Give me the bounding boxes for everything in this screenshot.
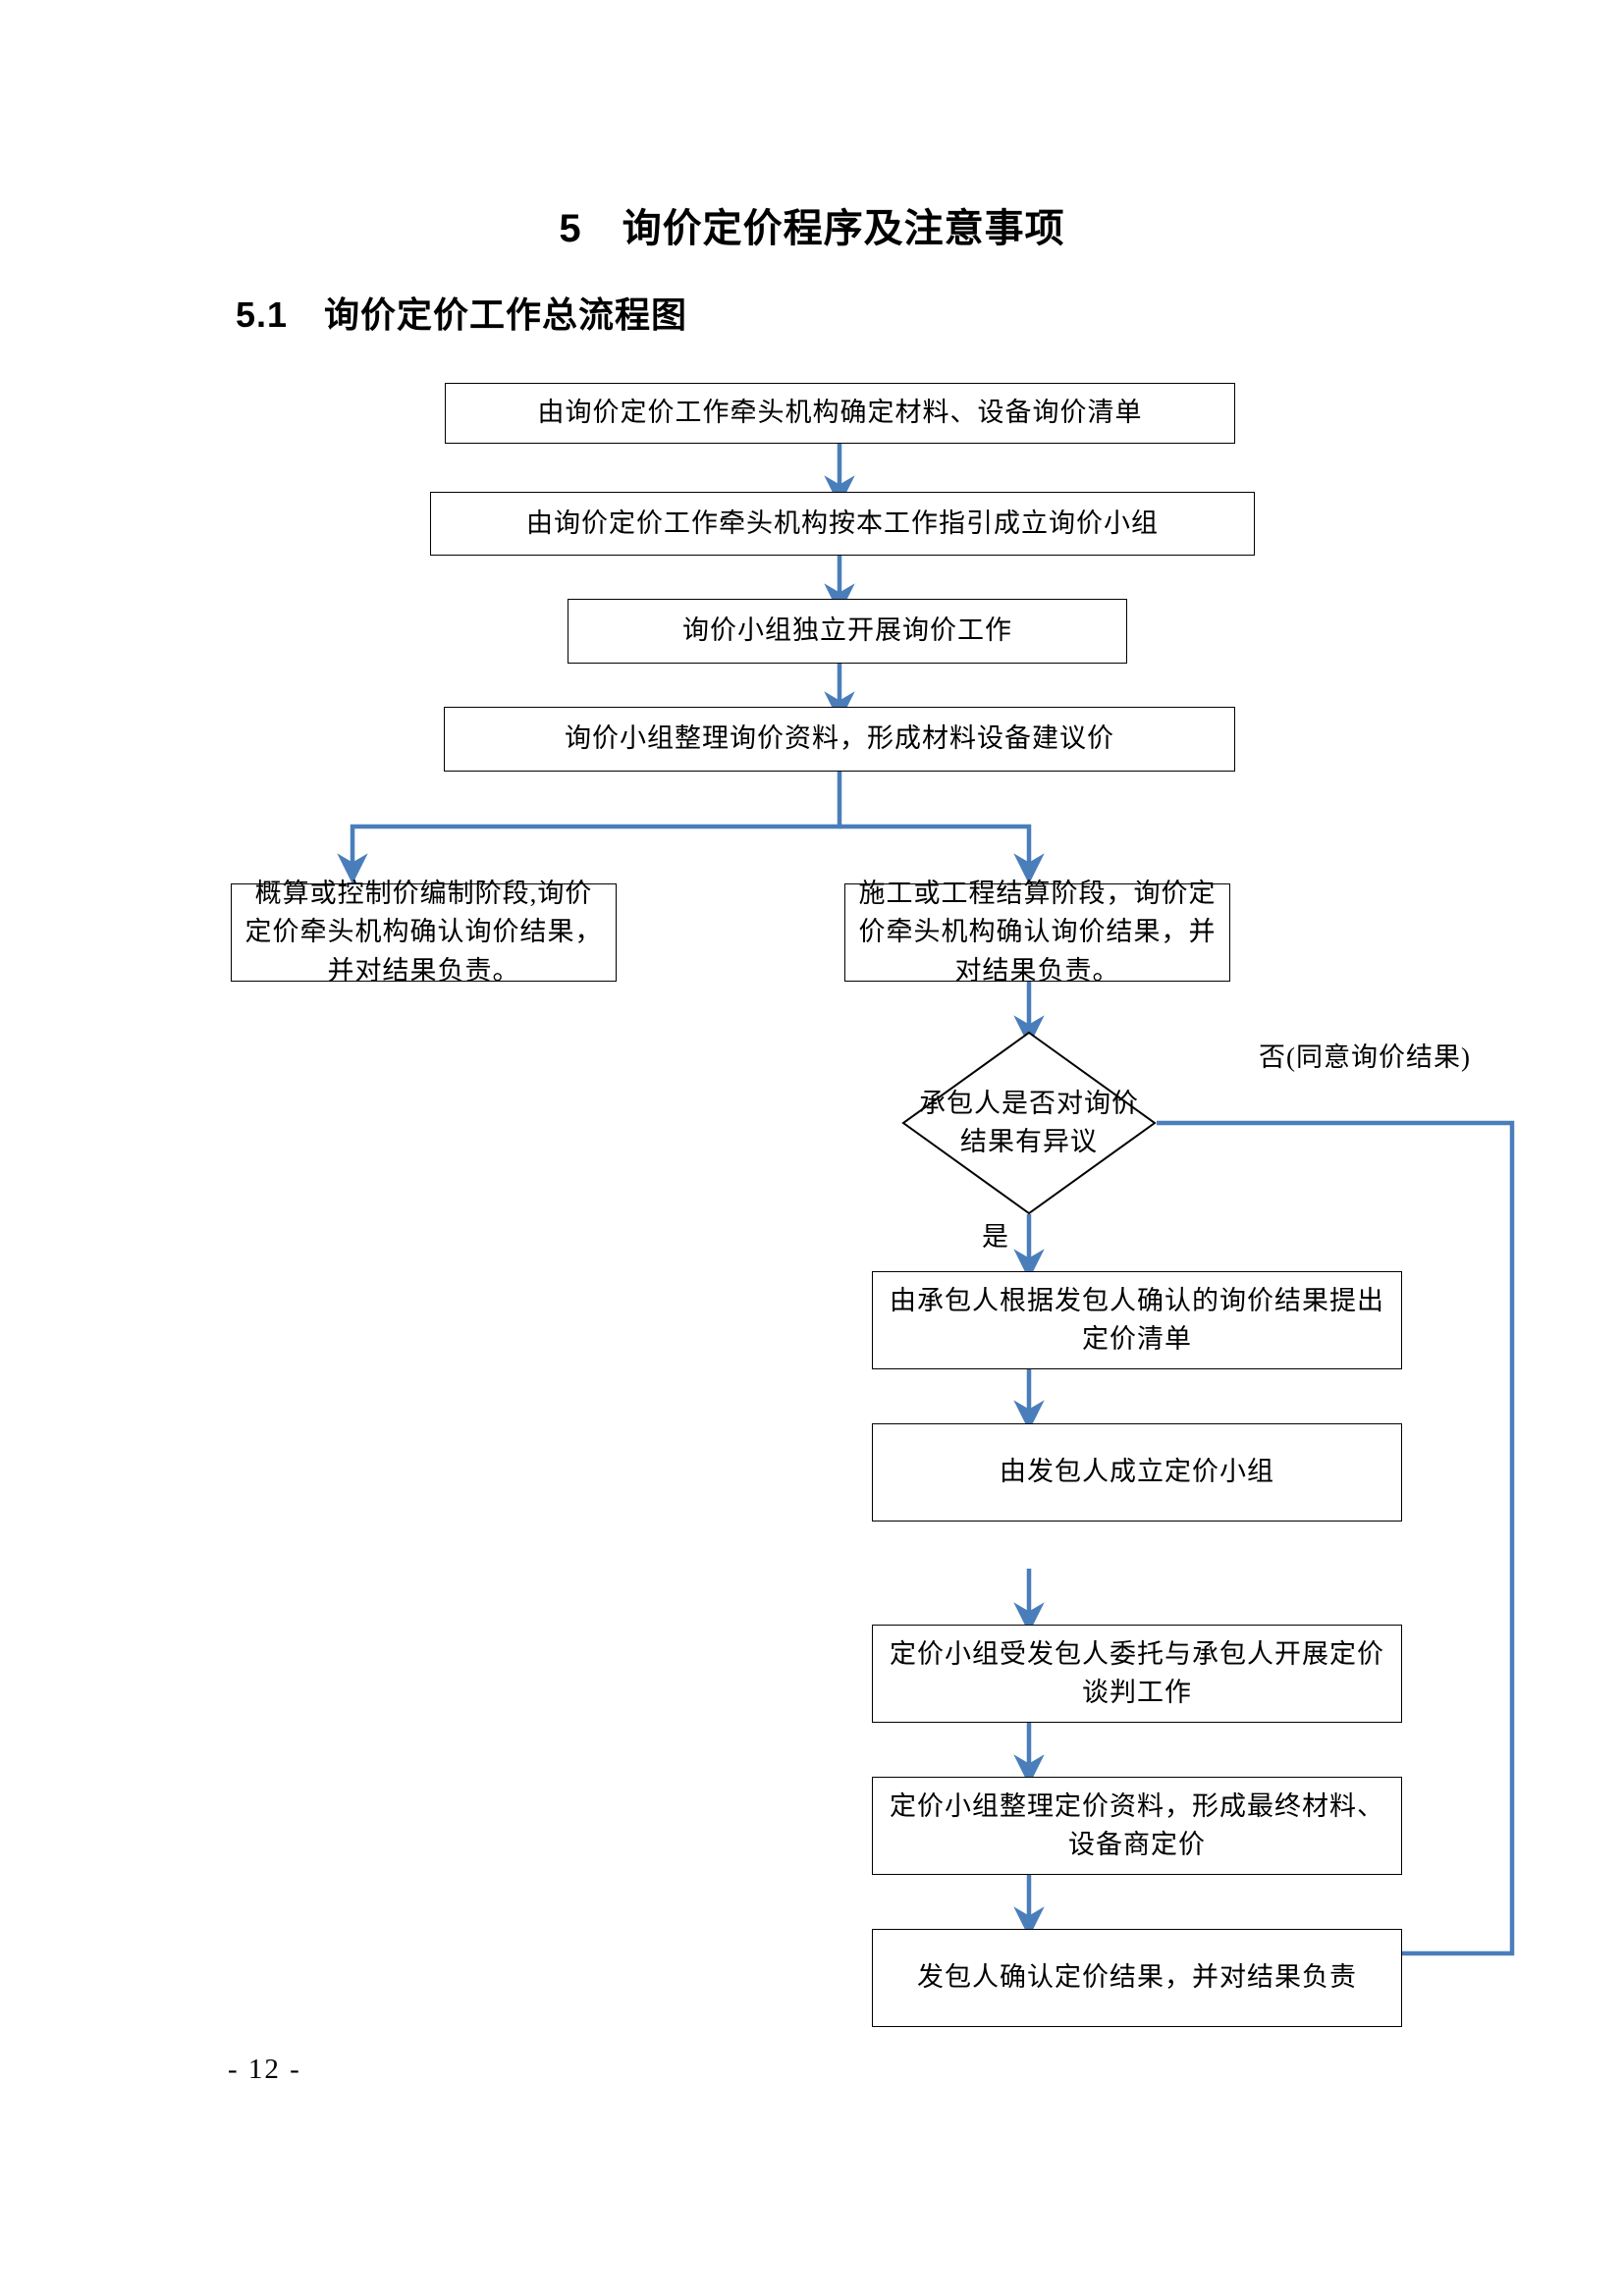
flow-decision-node[interactable]: 承包人是否对询价结果有异议: [901, 1031, 1157, 1215]
flow-node-11-label: 发包人确认定价结果，并对结果负责: [917, 1962, 1357, 1993]
flow-node-1[interactable]: 由询价定价工作牵头机构确定材料、设备询价清单: [445, 383, 1235, 444]
flow-node-11[interactable]: 发包人确认定价结果，并对结果负责: [872, 1929, 1402, 2027]
flow-node-6-label: 施工或工程结算阶段，询价定价牵头机构确认询价结果，并对结果负责。: [858, 879, 1217, 986]
flow-node-5-label: 概算或控制价编制阶段,询价定价牵头机构确认询价结果，并对结果负责。: [244, 879, 603, 986]
flow-node-5[interactable]: 概算或控制价编制阶段,询价定价牵头机构确认询价结果，并对结果负责。: [231, 879, 617, 986]
flow-node-10[interactable]: 定价小组整理定价资料，形成最终材料、设备商定价: [872, 1777, 1402, 1875]
page-title: 5 询价定价程序及注意事项: [559, 207, 1065, 250]
flow-node-6[interactable]: 施工或工程结算阶段，询价定价牵头机构确认询价结果，并对结果负责。: [844, 879, 1230, 986]
flow-node-4[interactable]: 询价小组整理询价资料，形成材料设备建议价: [444, 707, 1235, 772]
flow-node-9[interactable]: 定价小组受发包人委托与承包人开展定价谈判工作: [872, 1625, 1402, 1723]
diamond-shape: [901, 1031, 1157, 1215]
flow-node-2-label: 由询价定价工作牵头机构按本工作指引成立询价小组: [526, 507, 1159, 538]
flow-node-3[interactable]: 询价小组独立开展询价工作: [568, 599, 1127, 664]
flow-node-7-label: 由承包人根据发包人确认的询价结果提出定价清单: [890, 1285, 1384, 1354]
flow-decision-label: 承包人是否对询价结果有异议: [919, 1088, 1139, 1156]
flow-node-3-label: 询价小组独立开展询价工作: [682, 615, 1012, 646]
flow-node-8[interactable]: 由发包人成立定价小组: [872, 1423, 1402, 1522]
section-subtitle: 5.1 询价定价工作总流程图: [236, 294, 688, 335]
page-number: - 12 -: [228, 2054, 301, 2085]
edge-label-no: 否(同意询价结果): [1259, 1042, 1471, 1072]
flow-node-10-label: 定价小组整理定价资料，形成最终材料、设备商定价: [890, 1790, 1384, 1859]
flow-node-4-label: 询价小组整理询价资料，形成材料设备建议价: [565, 723, 1114, 754]
flow-node-1-label: 由询价定价工作牵头机构确定材料、设备询价清单: [537, 398, 1143, 428]
flow-node-9-label: 定价小组受发包人委托与承包人开展定价谈判工作: [890, 1638, 1384, 1707]
flow-node-2[interactable]: 由询价定价工作牵头机构按本工作指引成立询价小组: [430, 492, 1255, 556]
flow-node-8-label: 由发包人成立定价小组: [1000, 1457, 1274, 1487]
edge-label-yes: 是: [982, 1222, 1009, 1252]
flow-node-7[interactable]: 由承包人根据发包人确认的询价结果提出定价清单: [872, 1271, 1402, 1369]
